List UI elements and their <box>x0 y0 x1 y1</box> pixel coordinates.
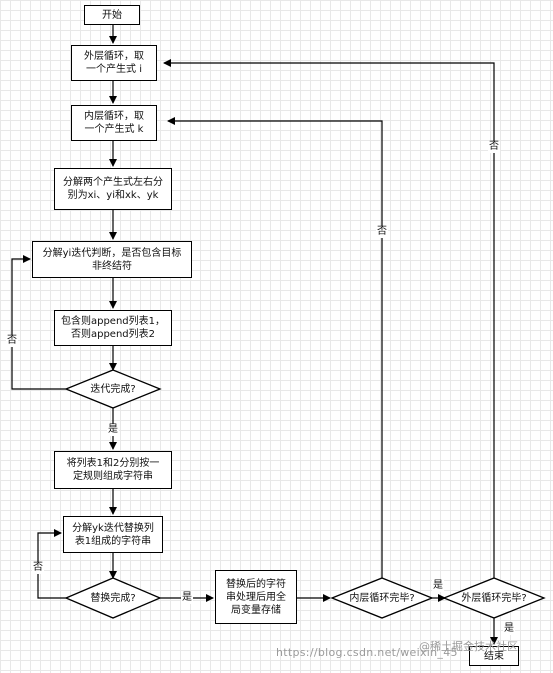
edge-label-iter-no: 否 <box>6 335 18 347</box>
edge-outerdone-no <box>163 59 495 578</box>
node-split: 分解两个产生式左右分 别为xi、yi和xk、yk <box>54 168 172 210</box>
decision-outer-done-shape <box>442 577 546 619</box>
edge-innerdone-no <box>167 117 383 578</box>
edge-label-outer-no: 否 <box>488 141 500 153</box>
node-end: 结束 <box>469 646 519 666</box>
decision-iter-done-shape <box>64 369 162 409</box>
node-iter-done: 迭代完成? <box>90 383 136 395</box>
decision-inner-done-shape <box>330 577 434 619</box>
edge-label-outer-yes: 是 <box>503 623 515 635</box>
node-outer-done: 外层循环完毕? <box>461 592 527 604</box>
edge-label-iter-yes: 是 <box>107 424 119 436</box>
watermark-brand: @稀土掘金技术社区 <box>419 640 518 653</box>
edge-label-inner-yes: 是 <box>432 580 444 592</box>
watermark-url: https://blog.csdn.net/weixin_45 <box>276 646 458 659</box>
edge-label-inner-no: 否 <box>376 226 388 238</box>
node-store: 替换后的字符 串处理后用全 局变量存储 <box>215 570 297 624</box>
node-yi-iter: 分解yi迭代判断，是否包含目标 非终结符 <box>32 241 192 278</box>
edge-label-replace-no: 否 <box>32 562 44 574</box>
edge-iterdone-no <box>11 255 66 390</box>
node-replace-done: 替换完成? <box>90 592 136 604</box>
node-start: 开始 <box>84 5 140 25</box>
node-outer-loop: 外层循环，取 一个产生式 i <box>71 45 157 81</box>
node-inner-done: 内层循环完毕? <box>349 592 415 604</box>
node-inner-loop: 内层循环，取 一个产生式 k <box>71 105 157 141</box>
node-yk-iter: 分解yk迭代替换列 表1组成的字符串 <box>63 516 163 553</box>
decision-replace-done-shape <box>64 577 162 619</box>
node-append: 包含则append列表1， 否则append列表2 <box>54 310 172 346</box>
node-compose: 将列表1和2分别按一 定规则组成字符串 <box>54 451 172 489</box>
edge-label-replace-yes: 是 <box>181 592 193 604</box>
